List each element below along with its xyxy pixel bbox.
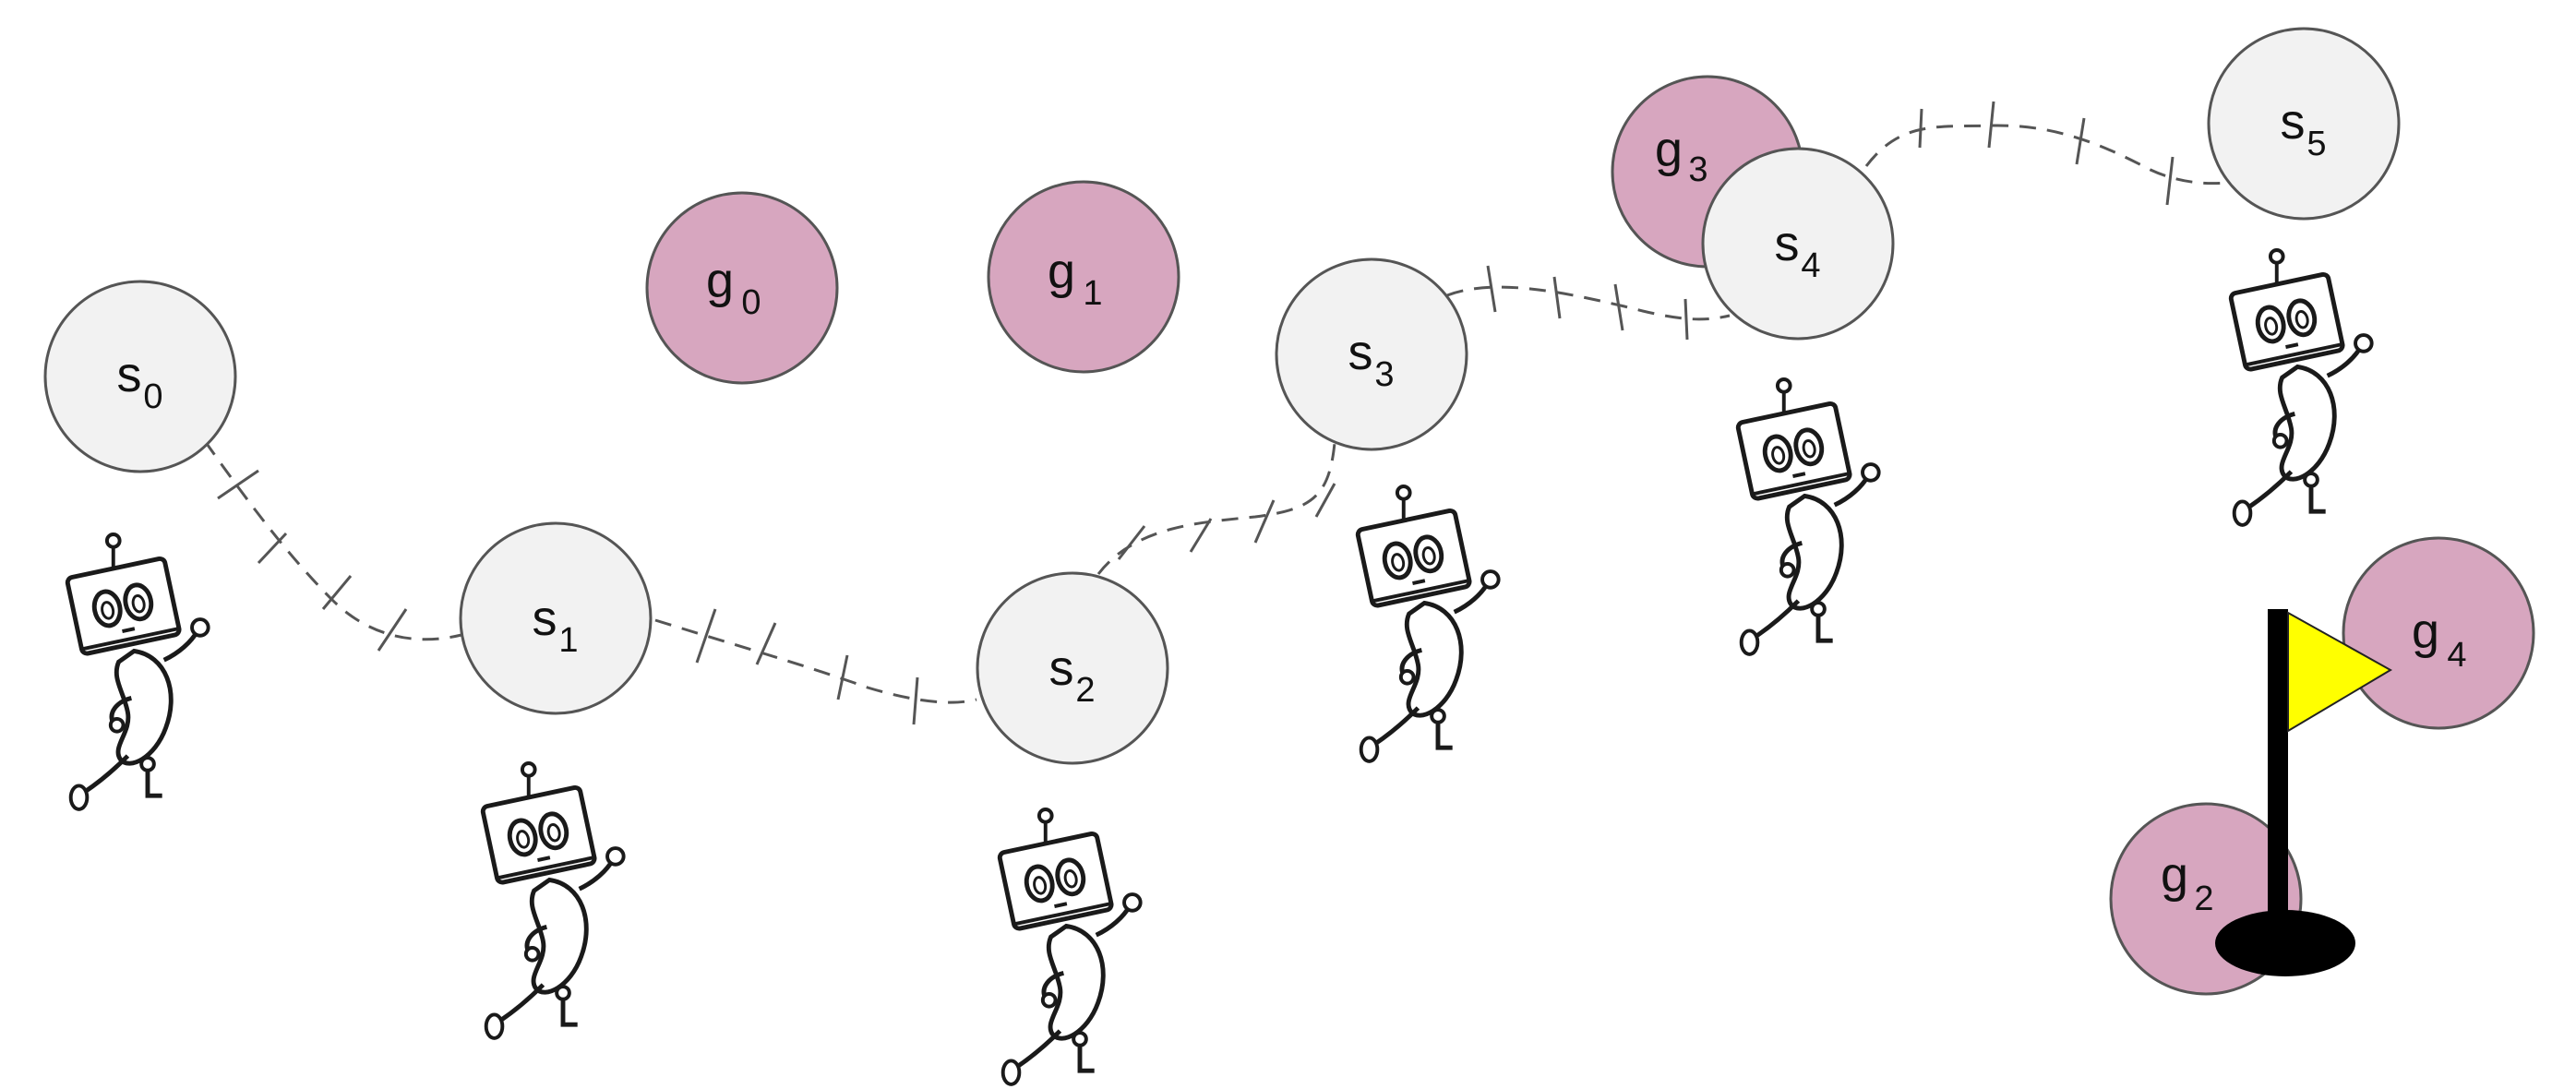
- state-node-s3: s 3: [1275, 257, 1468, 451]
- robot-walking-icon: [1737, 379, 1878, 654]
- svg-text:s: s: [117, 347, 142, 402]
- path-s0-s1: [203, 440, 462, 641]
- robot-walking-icon: [2230, 250, 2371, 525]
- svg-text:s: s: [1049, 640, 1074, 696]
- svg-text:g: g: [706, 253, 734, 308]
- svg-text:1: 1: [1083, 274, 1102, 313]
- svg-text:s: s: [1775, 216, 1800, 271]
- svg-text:4: 4: [2447, 636, 2466, 675]
- svg-text:s: s: [1348, 325, 1373, 380]
- goal-node-g4: g 4: [2342, 536, 2535, 730]
- svg-text:5: 5: [2306, 125, 2326, 163]
- goal-flag-icon: [2215, 609, 2393, 976]
- goal-node-g0: g 0: [645, 191, 839, 385]
- svg-text:g: g: [2412, 604, 2439, 659]
- svg-text:0: 0: [143, 377, 162, 416]
- state-node-s5: s 5: [2207, 27, 2401, 221]
- path-s1-s2: [654, 618, 977, 704]
- svg-text:3: 3: [1374, 355, 1394, 394]
- state-node-s4: s 4: [1701, 147, 1895, 341]
- svg-text:s: s: [2281, 94, 2306, 150]
- robot-walking-icon: [482, 763, 623, 1038]
- path-s4-s5: [1864, 124, 2227, 185]
- robot-walking-icon: [1357, 486, 1498, 761]
- svg-text:4: 4: [1801, 246, 1820, 285]
- state-node-s1: s 1: [459, 521, 653, 715]
- state-node-s2: s 2: [976, 571, 1169, 765]
- svg-text:1: 1: [558, 621, 578, 660]
- svg-text:g: g: [2161, 847, 2188, 903]
- svg-text:2: 2: [2194, 880, 2213, 918]
- goal-node-g1: g 1: [987, 180, 1180, 374]
- svg-text:3: 3: [1688, 150, 1707, 189]
- robot-walking-icon: [999, 809, 1140, 1084]
- svg-text:s: s: [533, 591, 557, 646]
- state-node-s0: s 0: [43, 280, 237, 473]
- svg-text:g: g: [1048, 244, 1075, 299]
- svg-text:2: 2: [1075, 671, 1095, 710]
- path-s2-s3: [1096, 442, 1336, 575]
- svg-text:0: 0: [741, 283, 761, 322]
- robot-walking-icon: [66, 534, 208, 809]
- svg-text:g: g: [1655, 122, 1683, 177]
